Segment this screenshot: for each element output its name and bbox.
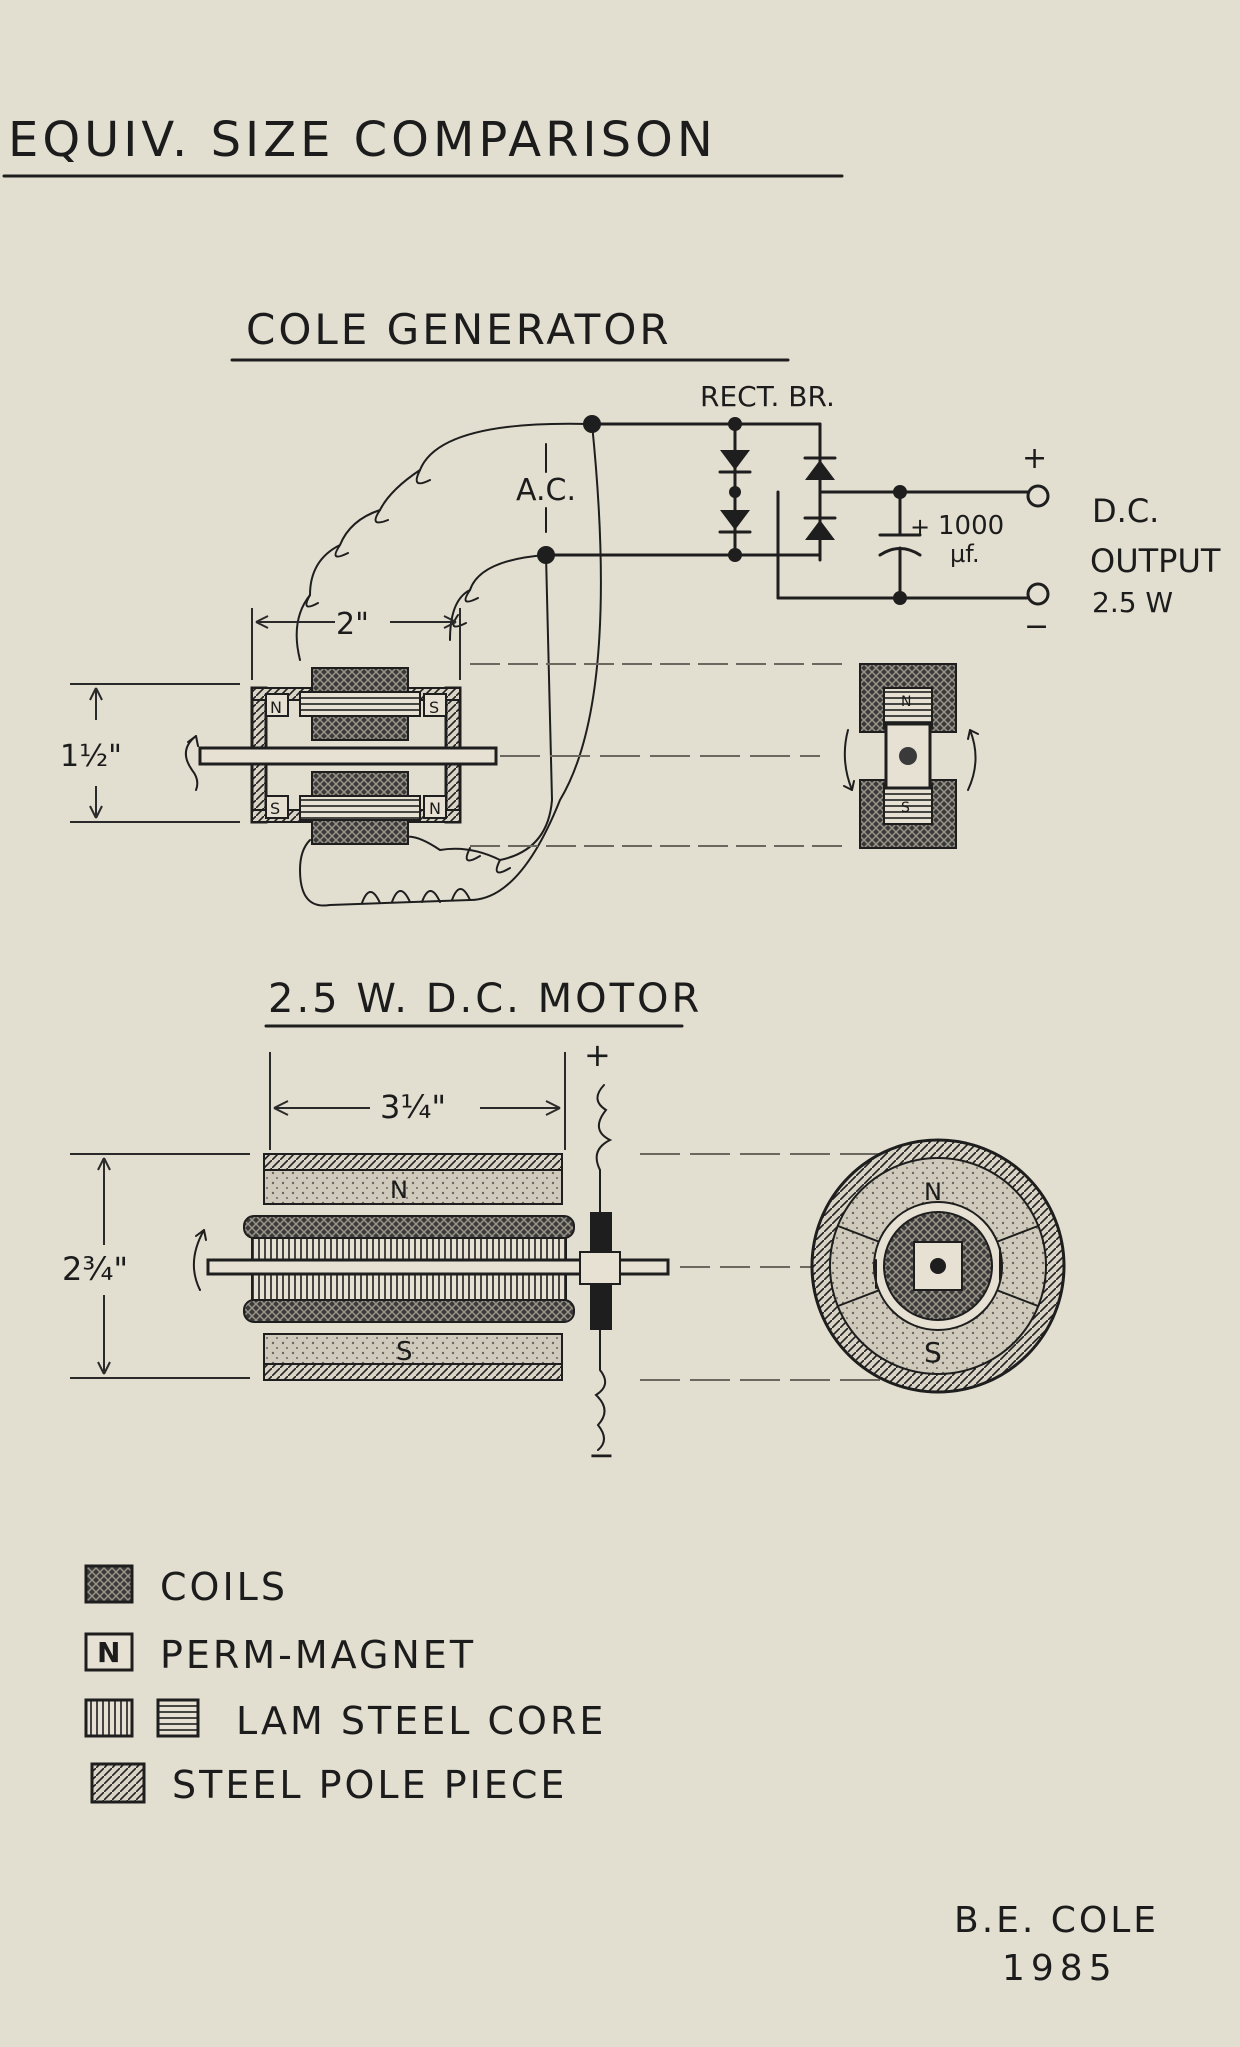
svg-text:N: N	[97, 1636, 120, 1669]
diode-symbol	[805, 460, 835, 480]
motor-heading: 2.5 W. D.C. MOTOR	[268, 976, 702, 1022]
generator-end-view	[843, 663, 979, 849]
generator-width-dim: 2"	[336, 607, 369, 642]
svg-text:N: N	[390, 1176, 408, 1204]
legend-swatch-steel-pole	[90, 1762, 146, 1804]
legend-swatch-lam-core-vertical	[84, 1698, 134, 1738]
svg-text:S: S	[901, 800, 910, 816]
generator-side-view	[185, 667, 498, 845]
generator-dimensions	[70, 608, 461, 823]
svg-text:S: S	[924, 1336, 942, 1369]
generator-winding-wires	[295, 422, 602, 907]
output-power: 2.5 W	[1092, 586, 1173, 619]
svg-text:+: +	[910, 513, 930, 541]
legend-label-steel-pole: STEEL POLE PIECE	[172, 1763, 567, 1807]
coil-block	[311, 771, 409, 797]
motor-side-view	[192, 1084, 670, 1451]
coil-block	[311, 715, 409, 741]
coil-block	[243, 1215, 575, 1239]
ac-label: A.C.	[516, 473, 576, 508]
legend-swatch-lam-core-horizontal	[156, 1698, 200, 1738]
signature-year: 1985	[1002, 1948, 1118, 1989]
perm-magnet	[263, 1333, 563, 1365]
generator-shaft	[198, 746, 498, 766]
capacitor-unit: µf.	[950, 540, 980, 568]
rectifier-label: RECT. BR.	[700, 380, 835, 413]
legend	[84, 1564, 200, 1804]
perm-magnet	[263, 1169, 563, 1205]
perm-magnet	[423, 693, 447, 717]
motor-end-view	[810, 1138, 1066, 1394]
diode-symbol	[720, 450, 750, 470]
generator-height-dim: 1½"	[60, 739, 122, 774]
svg-text:N: N	[270, 698, 282, 717]
svg-text:S: S	[396, 1337, 413, 1367]
perm-magnet	[265, 795, 289, 819]
svg-text:N: N	[924, 1178, 942, 1206]
coil-block	[311, 667, 409, 693]
rectifier-circuit	[537, 415, 1050, 606]
output-label: OUTPUT	[1090, 542, 1221, 580]
coil-block	[243, 1299, 575, 1323]
motor-plus: +	[584, 1036, 611, 1074]
legend-swatch-perm-magnet	[84, 1632, 134, 1672]
legend-label-perm-magnet: PERM-MAGNET	[160, 1633, 476, 1677]
capacitor-value: 1000	[938, 511, 1004, 541]
output-plus: +	[1022, 441, 1047, 476]
legend-label-lam-core: LAM STEEL CORE	[236, 1699, 606, 1743]
page-title: EQUIV. SIZE COMPARISON	[8, 112, 717, 168]
output-minus: −	[1024, 609, 1049, 644]
perm-magnet	[265, 693, 289, 717]
svg-text:S: S	[270, 799, 280, 818]
svg-text:N: N	[429, 799, 441, 818]
motor-width-dim: 3¼"	[380, 1088, 446, 1126]
projection-lines	[470, 663, 850, 847]
positive-terminal	[1026, 484, 1050, 508]
coil-block	[311, 819, 409, 845]
svg-text:N: N	[901, 694, 911, 710]
motor-shaft	[206, 1258, 670, 1276]
svg-text:S: S	[429, 698, 439, 717]
diode-symbol	[805, 520, 835, 540]
motor-dimensions	[70, 1052, 566, 1379]
motor-height-dim: 2¾"	[62, 1250, 128, 1288]
legend-swatch-coils	[84, 1564, 134, 1604]
legend-label-coils: COILS	[160, 1565, 288, 1609]
signature-name: B.E. COLE	[954, 1900, 1159, 1941]
diode-symbol	[720, 510, 750, 530]
motor-minus: −	[588, 1436, 615, 1474]
output-label-dc: D.C.	[1092, 492, 1159, 530]
perm-magnet	[423, 795, 447, 819]
generator-heading: COLE GENERATOR	[246, 305, 672, 354]
negative-terminal	[1026, 582, 1050, 606]
